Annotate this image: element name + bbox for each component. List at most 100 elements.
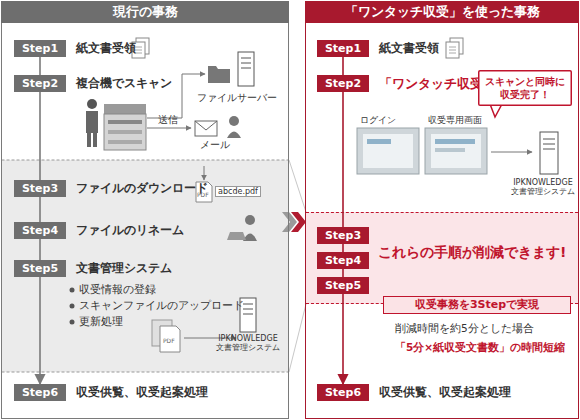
step-box: Step3ファイルのダウンロード: [14, 180, 66, 197]
copier-tray: [108, 120, 142, 124]
bullet: [70, 304, 75, 309]
step-tag: Step5: [317, 277, 369, 294]
step-box: Step3: [317, 227, 369, 244]
server-lines: [241, 58, 251, 68]
mail-icon: [195, 121, 217, 136]
reduced-steps-band: これらの手順が削減できます!Step3Step4Step5: [306, 212, 578, 304]
server-lines: [243, 304, 253, 314]
process-panel: 「ワンタッチ収受」を使った事務Step1紙文書受領Step2「ワンタッチ収受」ス…: [305, 1, 579, 419]
step-description: 紙文書受領: [76, 40, 136, 57]
server-icon: [238, 52, 254, 86]
process-panel: 現行の事務Step1紙文書受領Step2複合機でスキャンStep3ファイルのダウ…: [1, 1, 289, 419]
step-description: 文書管理システム: [76, 260, 172, 277]
laptop-icon: [227, 232, 246, 240]
bullet-item: 収受情報の登録: [79, 283, 156, 295]
flow-line: [39, 197, 41, 222]
step-description: 収受供覧、収受起案処理: [379, 384, 511, 401]
document-icon: [446, 42, 459, 58]
step-tag: Step6: [14, 384, 66, 401]
step-box: Step6収受供覧、収受起案処理: [14, 384, 66, 401]
step-description: 紙文書受領: [379, 40, 439, 57]
screen-label: 収受専用画面: [428, 115, 482, 125]
step-box: Step6収受供覧、収受起案処理: [317, 384, 369, 401]
step-box: Step1紙文書受領: [14, 40, 66, 57]
flow-line: [39, 277, 41, 384]
bullet-item: 更新処理: [79, 315, 123, 327]
step-tag: Step3: [14, 180, 66, 197]
flow-line: [342, 57, 344, 75]
screenshot-screen: [363, 134, 413, 168]
flow-line: [39, 57, 41, 75]
dashed-border: [2, 160, 289, 161]
panel-heading: 「ワンタッチ収受」を使った事務: [305, 1, 579, 23]
guide-line: [289, 160, 306, 212]
summary-heading: 収受事務を3Stepで実現: [383, 296, 571, 314]
step-box: Step2複合機でスキャン: [14, 75, 66, 92]
step-tag: Step4: [14, 222, 66, 239]
step-tag: Step2: [317, 75, 369, 92]
step-tag: Step5: [14, 260, 66, 277]
step-description: ファイルのリネーム: [76, 222, 184, 239]
step-box: Step5: [317, 277, 369, 294]
server-icon: [540, 132, 558, 174]
file-name: abcde.pdf: [215, 186, 261, 197]
step-box: Step4ファイルのリネーム: [14, 222, 66, 239]
callout-box: スキャンと同時に 収受完了！: [478, 70, 572, 106]
copier-icon: [104, 104, 146, 114]
document-lines: [135, 47, 142, 53]
step-description: 収受供覧、収受起案処理: [76, 384, 208, 401]
chevron-arrow: [291, 212, 306, 232]
screenshot-detail: [367, 139, 391, 144]
icon-text: PDF: [163, 338, 175, 345]
screenshot-detail: [435, 139, 475, 144]
person-icon: [86, 111, 98, 147]
step-tag: Step1: [14, 40, 66, 57]
step-description: 複合機でスキャン: [76, 75, 172, 92]
document-lines: [449, 47, 456, 53]
icon-label: ファイルサーバー: [192, 92, 282, 104]
screenshot: [425, 128, 487, 174]
summary-text: 「5分×紙収受文書数」の時間短縮: [395, 341, 565, 355]
flow-arrow: [147, 128, 191, 129]
icon-label: メール: [190, 139, 240, 151]
step-box: Step5文書管理システム: [14, 260, 66, 277]
screenshot-screen: [431, 134, 481, 168]
arrow-label: 送信: [158, 114, 178, 126]
flow-line: [39, 92, 41, 180]
screenshot-detail: [435, 148, 465, 152]
dashed-border: [2, 372, 289, 373]
icon-text: PDF: [197, 192, 209, 199]
panel-heading: 現行の事務: [1, 1, 289, 23]
copier-icon: [104, 114, 146, 150]
bullet: [70, 288, 75, 293]
person-icon: [229, 116, 239, 126]
server-lines: [543, 139, 555, 149]
pdf-icon: [160, 326, 180, 352]
mail-flap: [195, 121, 217, 130]
system-label: IPKNOWLEDGE 文書管理システム: [205, 334, 291, 352]
step-tag: Step4: [317, 252, 369, 269]
copier-tray: [108, 130, 142, 134]
step-tag: Step3: [317, 227, 369, 244]
summary-box: 収受事務を3Stepで実現削減時間を約5分とした場合「5分×紙収受文書数」の時間…: [383, 296, 571, 372]
step-tag: Step1: [317, 40, 369, 57]
person-icon: [227, 132, 241, 139]
folder-icon: [208, 66, 230, 83]
step-tag: Step2: [14, 75, 66, 92]
flow-line: [39, 239, 41, 260]
summary-text: 削減時間を約5分とした場合: [395, 322, 534, 336]
copier-tray: [108, 140, 142, 144]
screenshot: [357, 128, 419, 174]
screen-label: ログイン: [360, 115, 396, 125]
guide-line: [289, 304, 306, 372]
person-icon: [245, 215, 255, 225]
download-arrow: [204, 166, 205, 180]
step-box: Step1紙文書受領: [317, 40, 369, 57]
bullet: [70, 320, 75, 325]
flow-arrow: [491, 152, 532, 153]
flow-line: [342, 92, 344, 227]
callout-text: スキャンと同時に 収受完了！: [478, 70, 572, 106]
